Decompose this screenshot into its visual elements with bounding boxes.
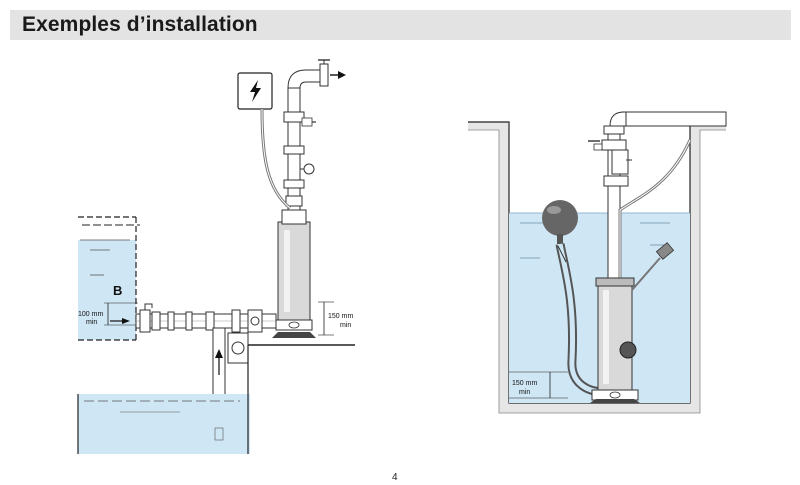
discharge-riser [283, 59, 346, 211]
reservoir-b [78, 216, 140, 341]
pump-dim-unit: min [340, 322, 351, 329]
lower-well [77, 345, 250, 454]
sensor-cable [631, 257, 661, 291]
suction-dimension: 100 mm min [78, 302, 138, 326]
pump-dimension-sump: 150 mm min [509, 371, 568, 399]
electrical-control-box [237, 72, 273, 110]
sump-dim-unit: min [519, 389, 530, 396]
suction-dim-unit: min [86, 319, 97, 326]
pump-dimension: 150 mm min [318, 301, 353, 336]
pump-body [272, 209, 316, 338]
reservoir-label: B [113, 283, 122, 298]
pump-dim-value: 150 mm [328, 313, 353, 320]
section-title-bar: Exemples d’installation [10, 10, 791, 40]
surface-installation-figure: B 100 mm min [77, 59, 355, 454]
section-title: Exemples d’installation [22, 13, 258, 36]
suction-dim-value: 100 mm [78, 311, 103, 318]
float-switch [542, 200, 605, 397]
page-number: 4 [392, 472, 398, 483]
lightning-icon [250, 80, 261, 102]
submersible-pump [590, 277, 640, 403]
sensor-connector [655, 242, 675, 260]
submerged-installation-figure: 150 mm min [468, 111, 727, 414]
suction-pipe [135, 303, 277, 333]
sump-dim-value: 150 mm [512, 380, 537, 387]
